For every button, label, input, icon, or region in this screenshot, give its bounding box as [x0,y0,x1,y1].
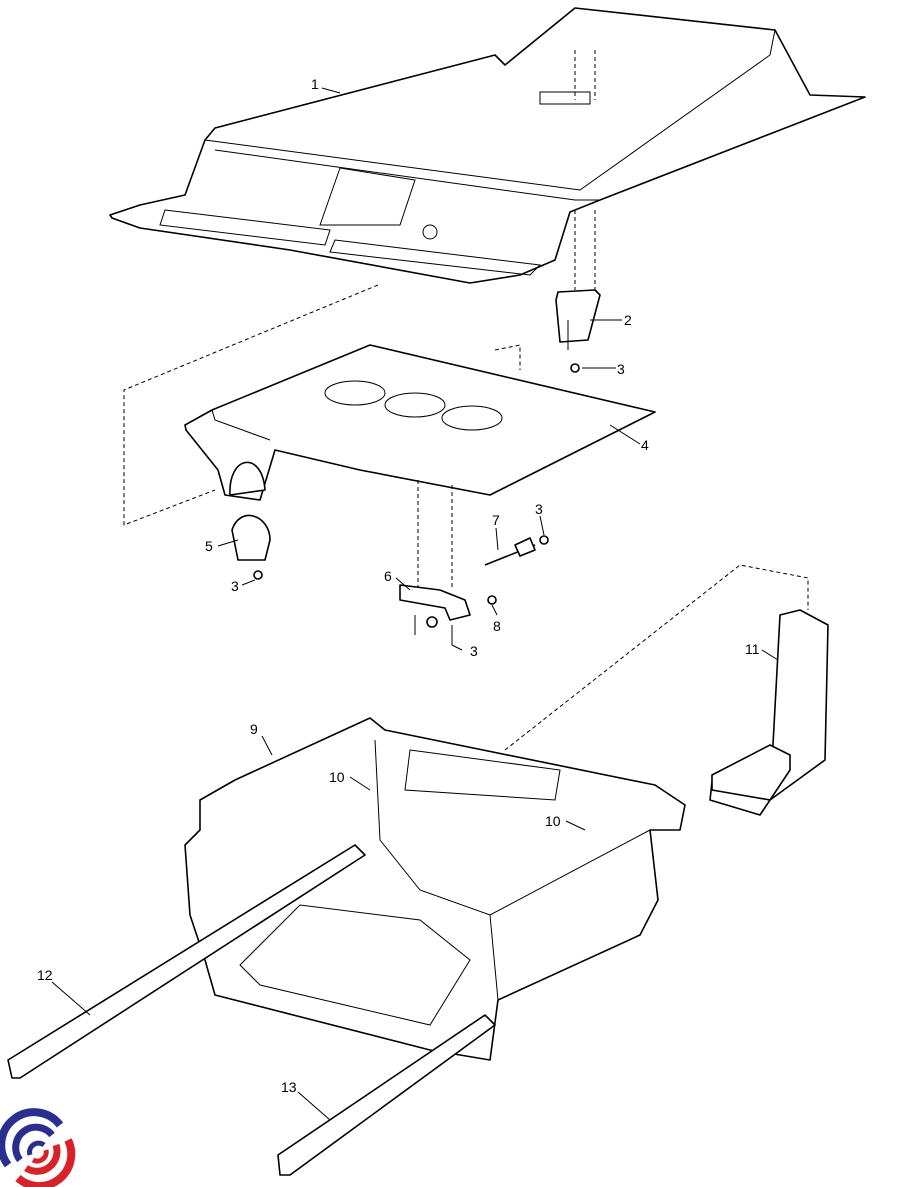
callout-2: 2 [624,312,632,328]
leader-lines [51,87,779,1121]
part-2-bracket [555,210,601,373]
callout-10: 10 [545,813,561,829]
callout-3: 3 [470,643,478,659]
callout-4: 4 [641,437,649,453]
callout-3: 3 [231,578,239,594]
part-13-slide [277,1014,496,1176]
callout-3: 3 [535,501,543,517]
part-1-top-panel [109,7,866,284]
callout-13: 13 [281,1079,297,1095]
callout-9: 9 [250,721,258,737]
callout-1: 1 [311,76,319,92]
part-5-ring [231,514,271,561]
callout-12: 12 [37,967,53,983]
callout-8: 8 [493,618,501,634]
part-12-slide [7,844,366,1079]
callout-11: 11 [745,641,760,657]
brand-logo [0,1108,76,1187]
parts-6-7-8 [399,535,549,645]
part-11-side-panel [504,564,829,816]
callout-7: 7 [492,512,500,528]
callout-5: 5 [205,538,213,554]
callout-3: 3 [617,361,625,377]
part-4-tray [184,344,656,590]
part-9-drawer [184,717,686,1061]
callout-6: 6 [384,568,392,584]
callout-10: 10 [329,769,345,785]
